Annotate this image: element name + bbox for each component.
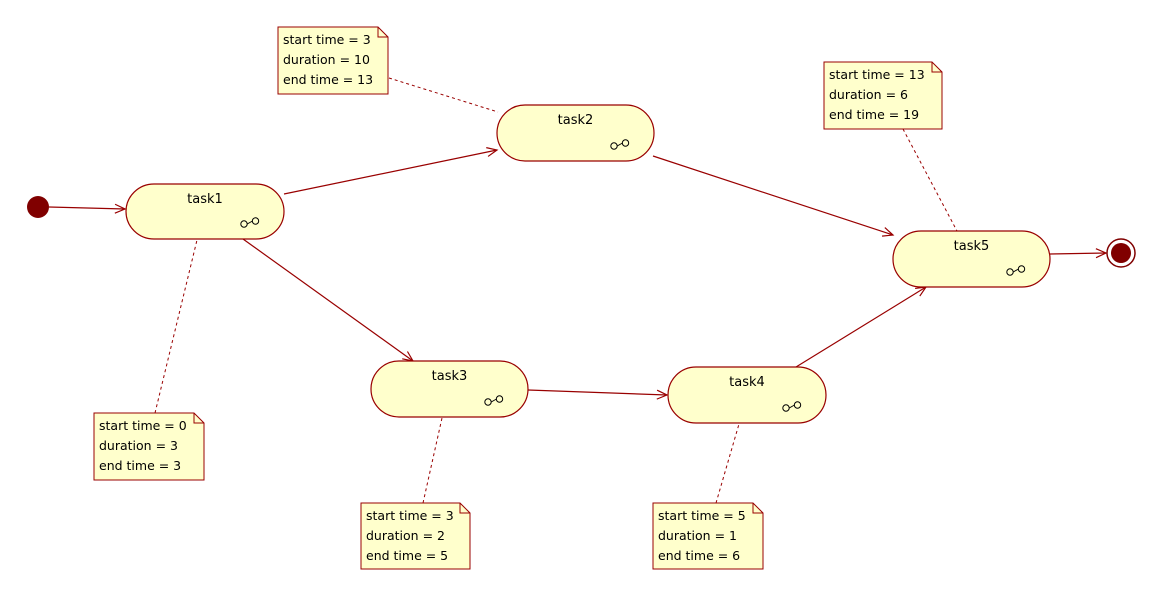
task-node-task1[interactable]: task1: [125, 183, 285, 240]
note-line: end time = 5: [366, 548, 448, 563]
note-line: start time = 13: [829, 67, 925, 82]
note-line: end time = 3: [99, 458, 181, 473]
transition-task5-end[interactable]: [1049, 248, 1108, 259]
subactivity-icon: [610, 139, 630, 150]
note-fold: [193, 413, 204, 424]
transition-task1-task2[interactable]: [283, 147, 499, 195]
note-line: start time = 3: [366, 508, 454, 523]
note-line: start time = 5: [658, 508, 746, 523]
note-fold: [377, 27, 388, 38]
task-label: task2: [558, 113, 594, 128]
task-box[interactable]: [892, 230, 1051, 288]
note-body: [360, 502, 471, 570]
note-line: end time = 13: [283, 72, 373, 87]
note-body: [93, 412, 205, 481]
subactivity-icon: [240, 217, 260, 228]
task-label: task3: [432, 369, 468, 384]
task-node-task2[interactable]: task2: [496, 104, 655, 162]
note-body: [823, 61, 943, 130]
note-task1[interactable]: start time = 0 duration = 3 end time = 3: [93, 412, 205, 481]
arrowhead: [114, 203, 127, 214]
subactivity-icon: [782, 401, 802, 412]
note-line: duration = 1: [658, 528, 737, 543]
task-label: task4: [729, 375, 765, 390]
note-line: duration = 3: [99, 438, 178, 453]
subactivity-icon: [484, 395, 504, 406]
transition-start-task1[interactable]: [48, 203, 127, 214]
transition-task4-task5[interactable]: [795, 286, 928, 368]
note-link-task5: [902, 128, 958, 232]
task-box[interactable]: [370, 360, 529, 418]
note-fold: [459, 503, 470, 514]
note-line: duration = 6: [829, 87, 908, 102]
task-box[interactable]: [496, 104, 655, 162]
task-box[interactable]: [125, 183, 285, 240]
note-task4[interactable]: start time = 5 duration = 1 end time = 6: [652, 502, 764, 570]
arrowhead: [486, 147, 499, 157]
arrowhead: [656, 389, 669, 400]
note-body: [277, 26, 389, 95]
note-fold: [931, 62, 942, 73]
note-link-task1: [154, 239, 198, 414]
transition-task2-task5[interactable]: [652, 155, 895, 237]
note-line: duration = 2: [366, 528, 445, 543]
note-link-task3: [422, 417, 443, 504]
subactivity-icon: [1006, 265, 1026, 276]
task-node-task5[interactable]: task5: [892, 230, 1051, 288]
arrowhead: [881, 227, 895, 237]
task-node-task3[interactable]: task3: [370, 360, 529, 418]
note-line: end time = 6: [658, 548, 740, 563]
note-link-task2: [388, 77, 499, 113]
arrowhead: [1095, 248, 1108, 259]
note-task5[interactable]: start time = 13 duration = 6 end time = 19: [823, 61, 943, 130]
note-fold: [752, 503, 763, 514]
task-node-task4[interactable]: task4: [667, 366, 827, 424]
note-task2[interactable]: start time = 3 duration = 10 end time = 13: [277, 26, 389, 95]
initial-node[interactable]: [27, 196, 49, 218]
note-task3[interactable]: start time = 3 duration = 2 end time = 5: [360, 502, 471, 570]
task-box[interactable]: [667, 366, 827, 424]
final-node[interactable]: [1106, 238, 1136, 268]
arrowhead: [915, 286, 928, 297]
transition-task1-task3[interactable]: [242, 238, 415, 362]
task-label: task5: [954, 239, 990, 254]
note-body: [652, 502, 764, 570]
note-line: start time = 3: [283, 32, 371, 47]
note-link-task4: [715, 423, 740, 504]
note-line: start time = 0: [99, 418, 187, 433]
transition-task3-task4[interactable]: [527, 389, 669, 400]
note-line: end time = 19: [829, 107, 919, 122]
note-line: duration = 10: [283, 52, 370, 67]
task-label: task1: [187, 192, 223, 207]
